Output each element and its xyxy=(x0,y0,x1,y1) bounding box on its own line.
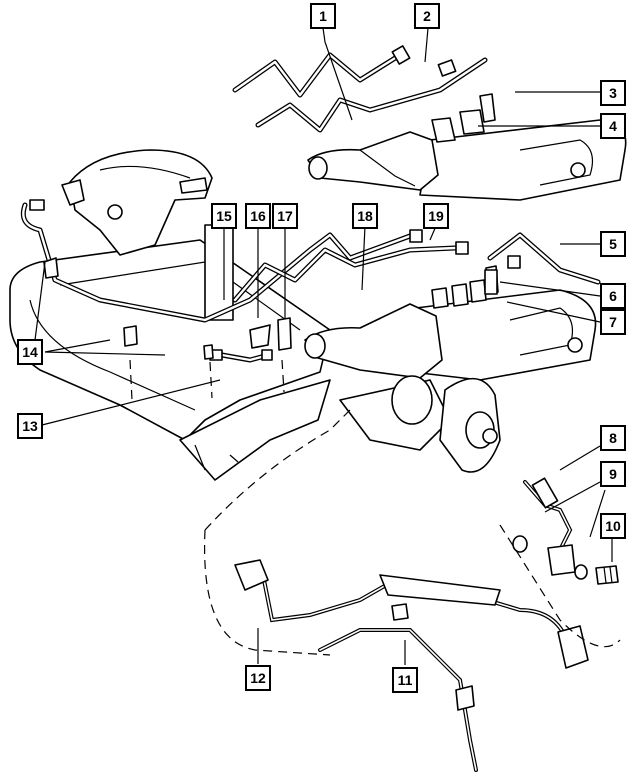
callout-10: 10 xyxy=(600,513,626,539)
lower-wiring-harness xyxy=(234,559,589,772)
callout-18: 18 xyxy=(352,203,378,229)
callout-4: 4 xyxy=(600,113,626,139)
callout-11: 11 xyxy=(392,667,418,693)
upper-caliper-assembly xyxy=(61,149,213,256)
lower-control-arm xyxy=(304,265,597,381)
callout-7: 7 xyxy=(600,309,626,335)
brake-tubes xyxy=(20,52,601,363)
clips-and-bolts xyxy=(43,257,498,360)
dashed-outline-lines xyxy=(129,359,621,656)
callout-leader-lines xyxy=(34,27,613,665)
callout-16: 16 xyxy=(245,203,271,229)
callout-9: 9 xyxy=(600,461,626,487)
callout-14: 14 xyxy=(17,339,43,365)
callout-12: 12 xyxy=(245,665,271,691)
speed-sensor-bracket xyxy=(512,477,619,585)
callout-3: 3 xyxy=(600,80,626,106)
callout-2: 2 xyxy=(414,3,440,29)
steering-knuckle xyxy=(339,375,501,473)
callout-19: 19 xyxy=(423,203,449,229)
callout-8: 8 xyxy=(600,425,626,451)
upper-control-arm xyxy=(307,93,627,201)
callout-5: 5 xyxy=(600,231,626,257)
callout-17: 17 xyxy=(272,203,298,229)
callout-15: 15 xyxy=(211,203,237,229)
callout-6: 6 xyxy=(600,283,626,309)
tube-fittings xyxy=(29,45,521,361)
callout-1: 1 xyxy=(310,3,336,29)
callout-13: 13 xyxy=(17,413,43,439)
